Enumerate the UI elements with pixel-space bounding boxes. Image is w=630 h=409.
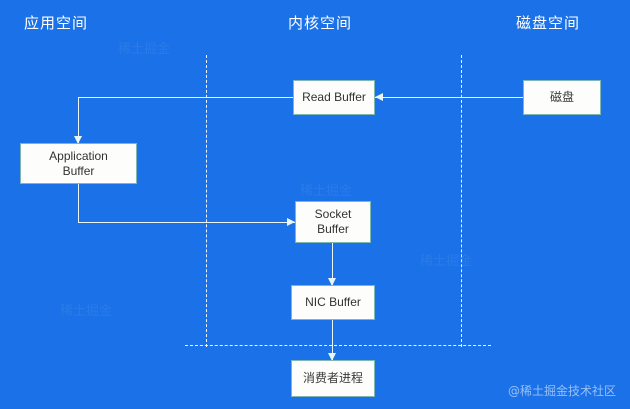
corner-watermark: @稀土掘金技术社区 [507,384,616,398]
arrowhead-to-read-buffer [375,93,383,101]
arrowhead-to-socket-buffer [287,217,295,226]
node-socket-buffer-line1: Socket [314,207,352,221]
edge-disk-to-read-buffer [375,97,523,99]
node-socket-buffer-label: Socket Buffer [315,207,352,237]
edge-read-buffer-to-app-v [78,97,80,143]
background-watermark: 稀土掘金 [420,254,473,269]
arrowhead-to-nic-buffer [327,278,336,286]
node-socket-buffer-line2: Buffer [317,222,349,236]
edge-nic-to-consumer [332,320,334,360]
node-disk[interactable]: 磁盘 [523,80,601,115]
node-application-buffer[interactable]: Application Buffer [20,143,137,184]
node-read-buffer-label: Read Buffer [302,90,366,104]
node-read-buffer[interactable]: Read Buffer [293,80,375,115]
edge-read-buffer-to-app-h [78,97,293,99]
node-application-buffer-line2: Buffer [62,163,95,178]
node-consumer-process[interactable]: 消费者进程 [291,360,375,397]
edge-socket-to-nic [332,243,334,285]
background-watermark: 稀土掘金 [60,304,113,319]
column-header-disk-space: 磁盘空间 [516,14,581,32]
node-nic-buffer-label: NIC Buffer [305,295,361,309]
arrowhead-to-consumer [327,353,336,361]
background-watermark: 稀土掘金 [300,184,353,199]
node-socket-buffer[interactable]: Socket Buffer [295,201,371,243]
divider-kernel-disk [461,55,462,347]
divider-kernel-bottom [185,345,491,346]
arrowhead-to-app-buffer [73,136,82,144]
node-nic-buffer[interactable]: NIC Buffer [291,285,375,320]
column-header-kernel-space: 内核空间 [288,14,353,32]
node-consumer-process-label: 消费者进程 [302,371,363,385]
divider-app-kernel [206,55,207,347]
node-disk-label: 磁盘 [549,90,574,104]
node-application-buffer-line1: Application [49,148,108,163]
edge-app-to-socket-h [78,222,295,224]
node-application-buffer-label: Application Buffer [49,149,108,179]
background-watermark: 稀土掘金 [118,42,171,57]
edge-app-to-socket-v [78,184,80,222]
column-header-app-space: 应用空间 [24,14,89,32]
